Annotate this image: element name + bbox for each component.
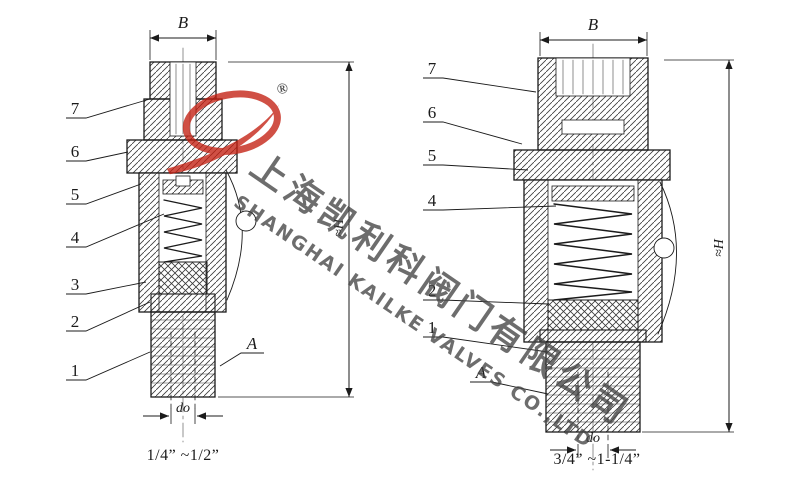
leader-line [66,301,151,332]
leader-line [66,351,151,381]
callout-1: 1 [428,318,437,337]
bore-thread-lines [562,59,624,95]
thread-lines [545,349,641,423]
port-A-label: A [246,334,258,353]
callout-7: 7 [71,99,80,118]
spring [163,199,203,263]
disc-stem [175,175,191,187]
registered-mark: ® [276,81,290,99]
leader-line [66,183,142,205]
dim-H-label: ≈H [332,218,347,237]
leader-line [423,205,557,211]
leader-line [470,381,549,395]
threaded-stub [150,311,216,398]
detail-arc [225,169,243,301]
threaded-stub [545,341,641,433]
dim-H-label: ≈H [712,238,727,257]
callout-1: 1 [71,361,80,380]
callout-6: 6 [428,103,437,122]
detail-circle [235,210,257,232]
leader-line [423,164,529,171]
leader-line [423,299,549,305]
leader-line [423,336,549,353]
leader-line [423,77,537,93]
callout-5: 5 [71,185,80,204]
left-valve-dimensions: B ≈H do A [143,13,354,424]
right-valve-section [513,43,677,471]
thread-lines [150,319,216,384]
leader-line [423,121,523,145]
brand-logo: ® [166,81,290,175]
right-valve-callouts: 7 6 5 4 2 1 [423,59,557,353]
right-valve-dimensions: B ≈H do A [470,15,734,458]
left-valve-section [126,47,257,443]
body-wall-left [523,179,549,343]
callout-4: 4 [71,228,80,247]
callout-3: 3 [71,275,80,294]
detail-arc [657,181,677,335]
dim-do-label: do [176,401,190,416]
left-valve-callouts: 7 6 5 4 3 2 1 [66,98,165,381]
leader-line [66,151,129,162]
spring [553,203,633,301]
logo-swoosh [166,104,280,175]
union-seat-slot [561,119,625,135]
callout-5: 5 [428,146,437,165]
callout-2: 2 [428,281,437,300]
disc-guide [551,185,635,202]
seal-packing [158,261,208,295]
left-valve-caption: 1/4” ~1/2” [147,447,220,464]
dim-do-label: do [586,431,600,446]
callout-2: 2 [71,312,80,331]
body-wall-right [205,172,227,313]
leader-line [66,98,151,119]
detail-circle [653,237,675,259]
leader-line [66,281,147,295]
seal-packing [547,299,639,331]
valve-seat [539,329,647,343]
right-valve-caption: 3/4” ~1-1/4” [553,451,640,468]
callout-4: 4 [428,191,437,210]
callout-6: 6 [71,142,80,161]
leader-line [219,352,264,367]
callout-7: 7 [428,59,437,78]
dim-B-label: B [588,15,599,34]
body-wall-left [138,172,160,313]
bonnet-flange [513,149,671,181]
port-A-label: A [475,363,487,382]
logo-ring [182,90,281,155]
leader-line [66,213,165,248]
dim-B-label: B [178,13,189,32]
body-wall-right [637,179,663,343]
valve-seat [150,293,216,313]
